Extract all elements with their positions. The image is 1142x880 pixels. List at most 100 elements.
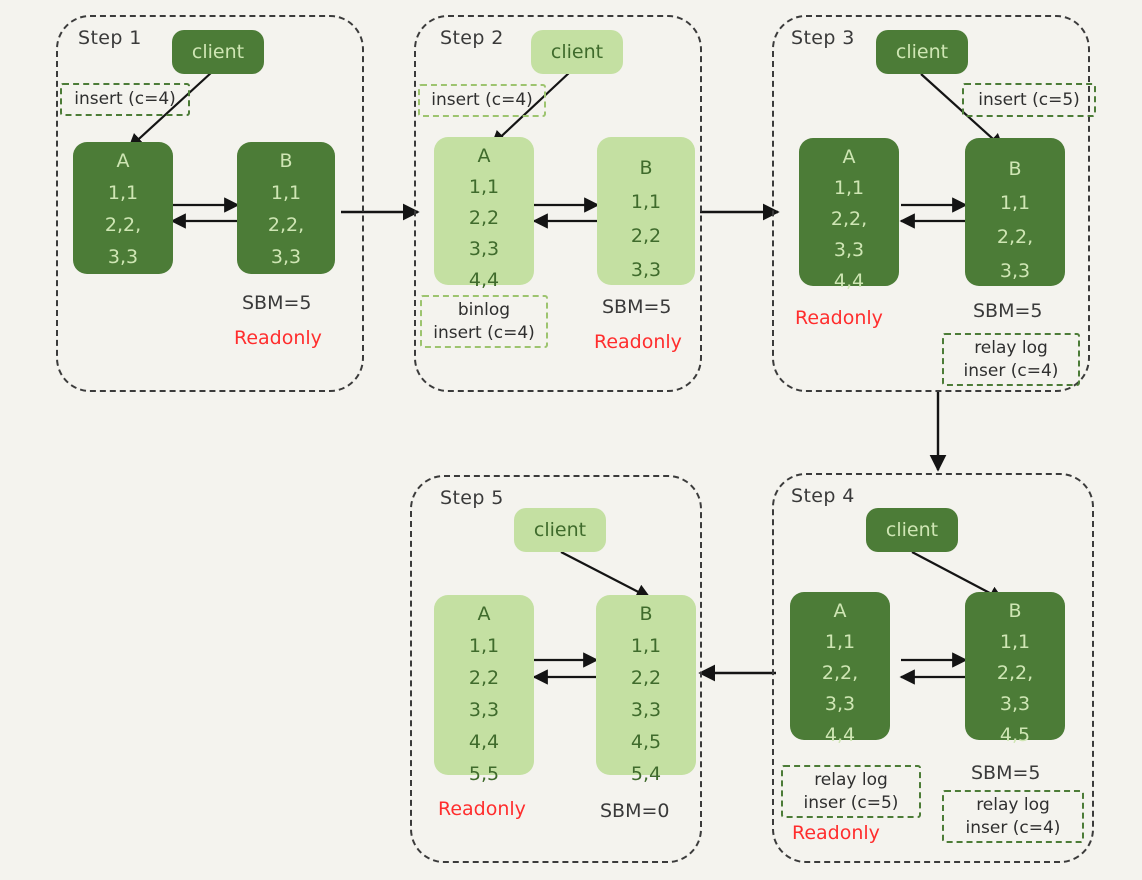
step-2-client[interactable]: client: [531, 30, 623, 74]
step-4-relay-b-line-2: inser (c=4): [965, 817, 1061, 838]
step-1-node-b-row-3: 3,3: [270, 246, 302, 268]
step-3-node-a-label: A: [842, 146, 856, 168]
step-panel-4[interactable]: [772, 473, 1094, 863]
step-3-relay-line-2: inser (c=4): [963, 360, 1059, 381]
step-4-node-b-row-1: 1,1: [999, 631, 1031, 653]
step-panel-5[interactable]: [410, 475, 702, 863]
step-4-relay-tag-b: relay log inser (c=4): [942, 790, 1084, 843]
step-3-readonly-caption: Readonly: [795, 307, 883, 329]
step-1-client[interactable]: client: [172, 30, 264, 74]
step-2-node-b[interactable]: B 1,1 2,2 3,3: [597, 137, 695, 285]
step-4-title: Step 4: [791, 485, 855, 507]
step-5-node-b-row-1: 1,1: [630, 635, 662, 657]
step-1-insert-line-1: insert (c=4): [74, 89, 176, 110]
step-1-readonly-caption: Readonly: [234, 327, 322, 349]
step-5-node-b[interactable]: B 1,1 2,2 3,3 4,5 5,4: [596, 595, 696, 784]
step-panel-2[interactable]: [414, 15, 702, 392]
step-2-insert-line-1: insert (c=4): [431, 90, 533, 111]
step-5-client-label: client: [533, 519, 587, 541]
step-4-node-b-label: B: [1008, 600, 1022, 622]
step-3-insert-line-1: insert (c=5): [978, 89, 1080, 110]
step-5-node-a-row-3: 3,3: [468, 699, 500, 721]
step-4-node-a-row-4: 4,4: [824, 724, 856, 746]
step-4-node-b-row-2: 2,2,: [996, 662, 1034, 684]
step-2-node-a-row-3: 3,3: [468, 238, 500, 260]
step-3-title: Step 3: [791, 27, 855, 49]
step-4-node-a[interactable]: A 1,1 2,2, 3,3 4,4: [790, 592, 890, 745]
step-3-node-b-row-2: 2,2,: [996, 226, 1034, 248]
step-1-node-b-row-1: 1,1: [270, 182, 302, 204]
step-3-node-b-row-3: 3,3: [999, 260, 1031, 282]
step-panel-1[interactable]: [56, 15, 364, 392]
step-3-node-b-row-1: 1,1: [999, 192, 1031, 214]
step-4-node-a-row-3: 3,3: [824, 693, 856, 715]
step-5-title: Step 5: [440, 487, 504, 509]
step-5-node-b-row-2: 2,2: [630, 667, 662, 689]
step-1-insert-tag: insert (c=4): [60, 83, 190, 116]
step-5-node-a-label: A: [477, 603, 491, 625]
step-5-node-b-row-4: 4,5: [630, 731, 662, 753]
step-3-relay-tag: relay log inser (c=4): [942, 333, 1080, 386]
step-4-node-a-row-1: 1,1: [824, 631, 856, 653]
step-1-node-b[interactable]: B 1,1 2,2, 3,3: [237, 142, 335, 274]
step-3-relay-line-1: relay log: [974, 337, 1048, 358]
step-4-node-a-label: A: [833, 600, 847, 622]
step-5-node-a[interactable]: A 1,1 2,2 3,3 4,4 5,5: [434, 595, 534, 784]
step-5-node-b-row-5: 5,4: [630, 763, 662, 785]
step-2-node-a[interactable]: A 1,1 2,2 3,3 4,4: [434, 137, 534, 290]
step-2-insert-tag: insert (c=4): [418, 84, 546, 117]
step-3-client-label: client: [895, 41, 949, 63]
step-5-sbm-caption: SBM=0: [600, 800, 670, 822]
step-5-node-a-row-1: 1,1: [468, 635, 500, 657]
step-2-sbm-caption: SBM=5: [602, 296, 672, 318]
step-5-readonly-caption: Readonly: [438, 798, 526, 820]
step-4-node-a-row-2: 2,2,: [821, 662, 859, 684]
step-1-node-a[interactable]: A 1,1 2,2, 3,3: [73, 142, 173, 274]
step-5-node-b-row-3: 3,3: [630, 699, 662, 721]
step-4-client-label: client: [885, 519, 939, 541]
step-5-node-a-row-2: 2,2: [468, 667, 500, 689]
step-4-node-b[interactable]: B 1,1 2,2, 3,3 4,5: [965, 592, 1065, 745]
step-3-node-a-row-1: 1,1: [833, 177, 865, 199]
step-3-insert-tag: insert (c=5): [962, 83, 1096, 117]
step-1-node-a-row-3: 3,3: [107, 246, 139, 268]
step-1-node-a-label: A: [116, 150, 130, 172]
step-4-node-b-row-3: 3,3: [999, 693, 1031, 715]
step-1-node-a-row-2: 2,2,: [104, 214, 142, 236]
step-panel-3[interactable]: [772, 15, 1090, 392]
step-4-relay-b-line-1: relay log: [976, 794, 1050, 815]
step-5-node-a-row-4: 4,4: [468, 731, 500, 753]
step-3-node-a-row-4: 4,4: [833, 270, 865, 292]
step-2-node-b-row-1: 1,1: [630, 191, 662, 213]
step-2-node-a-row-1: 1,1: [468, 176, 500, 198]
step-2-node-a-label: A: [477, 145, 491, 167]
step-3-node-a-row-2: 2,2,: [830, 208, 868, 230]
step-1-node-b-label: B: [279, 150, 293, 172]
step-2-binlog-line-1: binlog: [457, 299, 511, 320]
step-2-node-b-label: B: [639, 157, 653, 179]
step-3-node-a[interactable]: A 1,1 2,2, 3,3 4,4: [799, 138, 899, 291]
step-4-relay-a-line-1: relay log: [814, 769, 888, 790]
step-5-node-a-row-5: 5,5: [468, 763, 500, 785]
step-4-client[interactable]: client: [866, 508, 958, 552]
step-3-node-b[interactable]: B 1,1 2,2, 3,3: [965, 138, 1065, 286]
step-4-relay-tag-a: relay log inser (c=5): [781, 765, 921, 818]
step-1-node-b-row-2: 2,2,: [267, 214, 305, 236]
step-4-relay-a-line-2: inser (c=5): [803, 792, 899, 813]
step-5-client[interactable]: client: [514, 508, 606, 552]
step-4-sbm-caption: SBM=5: [971, 762, 1041, 784]
step-2-node-b-row-3: 3,3: [630, 259, 662, 281]
step-3-sbm-caption: SBM=5: [973, 300, 1043, 322]
step-2-node-a-row-2: 2,2: [468, 207, 500, 229]
step-3-node-b-label: B: [1008, 158, 1022, 180]
step-2-title: Step 2: [440, 27, 504, 49]
step-1-sbm-caption: SBM=5: [242, 292, 312, 314]
step-3-client[interactable]: client: [876, 30, 968, 74]
step-1-client-label: client: [191, 41, 245, 63]
step-4-readonly-caption: Readonly: [792, 822, 880, 844]
step-2-node-a-row-4: 4,4: [468, 269, 500, 291]
step-1-node-a-row-1: 1,1: [107, 182, 139, 204]
step-2-binlog-line-2: insert (c=4): [433, 322, 535, 343]
step-5-node-b-label: B: [639, 603, 653, 625]
step-2-node-b-row-2: 2,2: [630, 225, 662, 247]
